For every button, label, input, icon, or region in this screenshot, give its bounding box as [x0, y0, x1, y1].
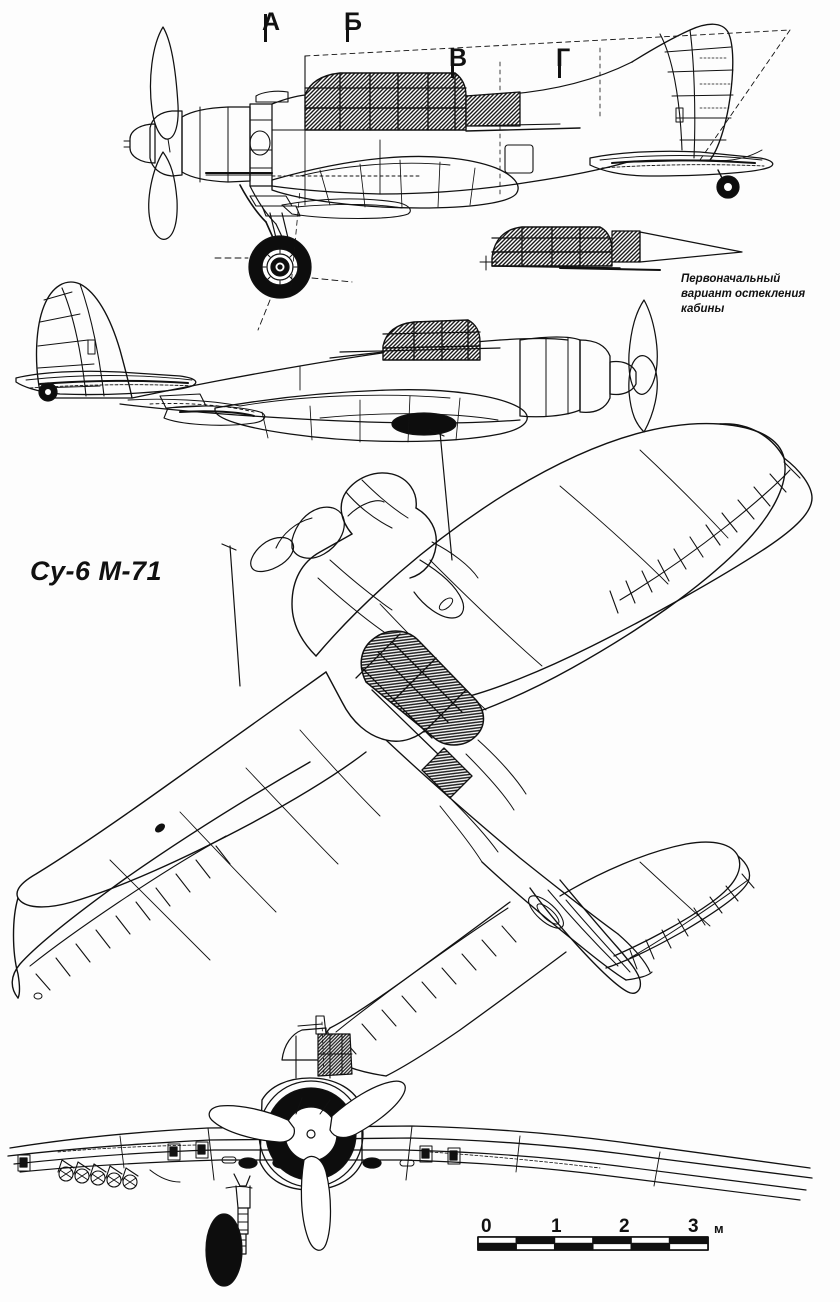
view-plan — [11, 422, 813, 1077]
scale-unit-label: м — [714, 1221, 724, 1236]
drawing-title: Су-6 М-71 — [30, 556, 163, 586]
view-side-right — [15, 281, 658, 443]
canopy-variant-caption: Первоначальный вариант остекления кабины — [681, 273, 806, 316]
section-tick-g — [558, 50, 561, 78]
section-tick-b — [346, 14, 349, 42]
section-tick-a — [264, 14, 267, 42]
view-wheel-inset — [214, 189, 353, 331]
scale-tick-1: 1 — [551, 1216, 562, 1237]
scale-tick-0: 0 — [481, 1216, 492, 1237]
view-side-left — [123, 23, 791, 242]
scale-tick-2: 2 — [619, 1216, 630, 1237]
section-tick-v — [451, 50, 454, 78]
view-front — [7, 1015, 813, 1287]
view-canopy-inset — [479, 226, 743, 271]
scale-bar-graphic — [477, 1236, 709, 1251]
scale-tick-3: 3 — [688, 1216, 699, 1237]
